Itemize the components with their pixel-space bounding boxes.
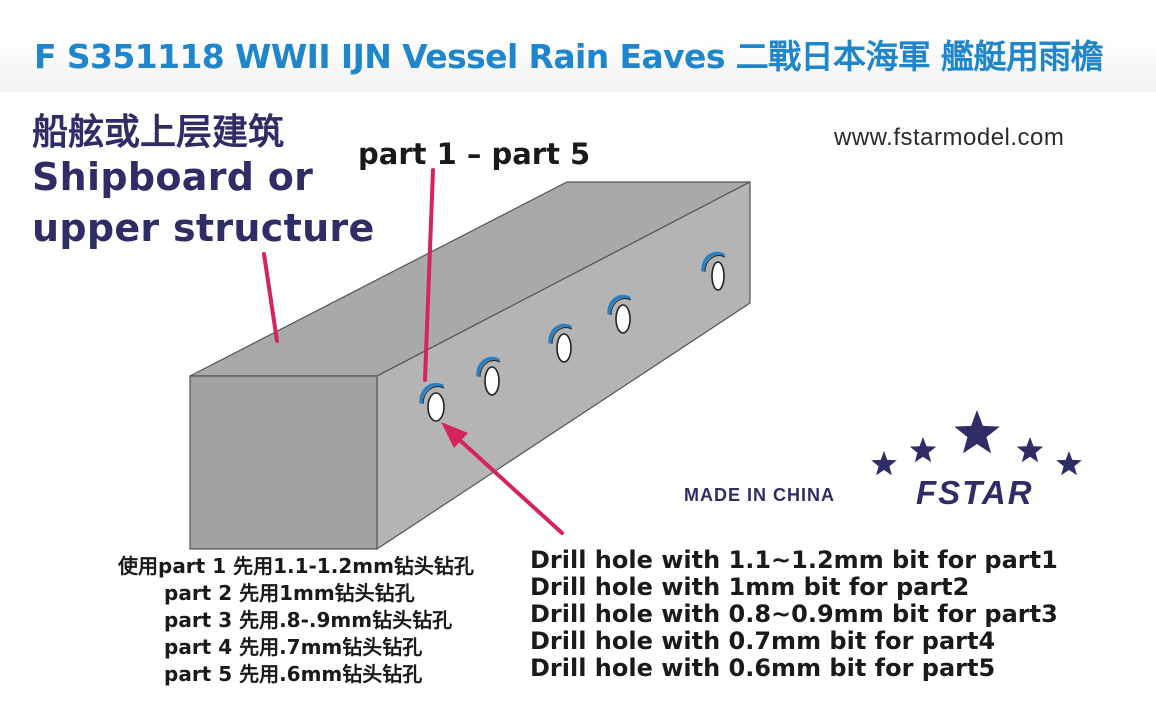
- drill-pointer-line: [450, 431, 564, 535]
- instruction-en-part5: Drill hole with 0.6mm bit for part5: [530, 654, 996, 682]
- parts-pointer-line: [423, 168, 435, 382]
- rain-eave-part4: [607, 294, 631, 315]
- rain-eave-part3: [548, 323, 572, 344]
- instruction-cn-part3: part 3 先用.8-.9mm钻头钻孔: [164, 608, 453, 632]
- star-icon: [909, 437, 937, 463]
- website-url: www.fstarmodel.com: [834, 124, 1065, 151]
- brand-logo: FSTAR: [916, 474, 1034, 511]
- block-front-face: [189, 375, 378, 550]
- rain-eave-part1: [419, 382, 444, 404]
- instruction-en-part1: Drill hole with 1.1~1.2mm bit for part1: [530, 546, 1058, 574]
- page-title: F S351118 WWII IJN Vessel Rain Eaves 二戰日…: [34, 37, 1104, 76]
- instruction-en-part2: Drill hole with 1mm bit for part2: [530, 573, 970, 601]
- drill-pointer-arrowhead: [441, 422, 468, 448]
- instruction-cn-part1: 使用part 1 先用1.1-1.2mm钻头钻孔: [118, 554, 474, 578]
- structure-label-cn: 船舷或上层建筑: [32, 112, 285, 153]
- title-band: [0, 0, 1156, 92]
- brand-stars: [871, 410, 1082, 476]
- star-icon: [954, 410, 1000, 454]
- structure-pointer-line: [262, 252, 279, 343]
- instruction-cn-part5: part 5 先用.6mm钻头钻孔: [164, 662, 423, 686]
- hole-part5: [701, 251, 726, 291]
- hole-part1: [419, 382, 445, 422]
- star-icon: [871, 451, 897, 476]
- instruction-en-part4: Drill hole with 0.7mm bit for part4: [530, 627, 996, 655]
- instruction-cn-part4: part 4 先用.7mm钻头钻孔: [164, 635, 423, 659]
- rain-eave-part2: [476, 356, 500, 377]
- rain-eave-part5: [701, 251, 725, 272]
- star-icon: [1016, 437, 1044, 463]
- structure-label-en-line2: upper structure: [32, 206, 375, 250]
- parts-label: part 1 – part 5: [358, 137, 591, 171]
- structure-label-en-line1: Shipboard or: [32, 155, 314, 199]
- instruction-en-part3: Drill hole with 0.8~0.9mm bit for part3: [530, 600, 1058, 628]
- made-in-china-label: MADE IN CHINA: [684, 485, 835, 505]
- star-icon: [1056, 451, 1082, 476]
- instruction-cn-part2: part 2 先用1mm钻头钻孔: [164, 581, 415, 605]
- hole-part3: [548, 323, 573, 363]
- hole-part2: [476, 356, 501, 396]
- hole-part4: [607, 294, 632, 334]
